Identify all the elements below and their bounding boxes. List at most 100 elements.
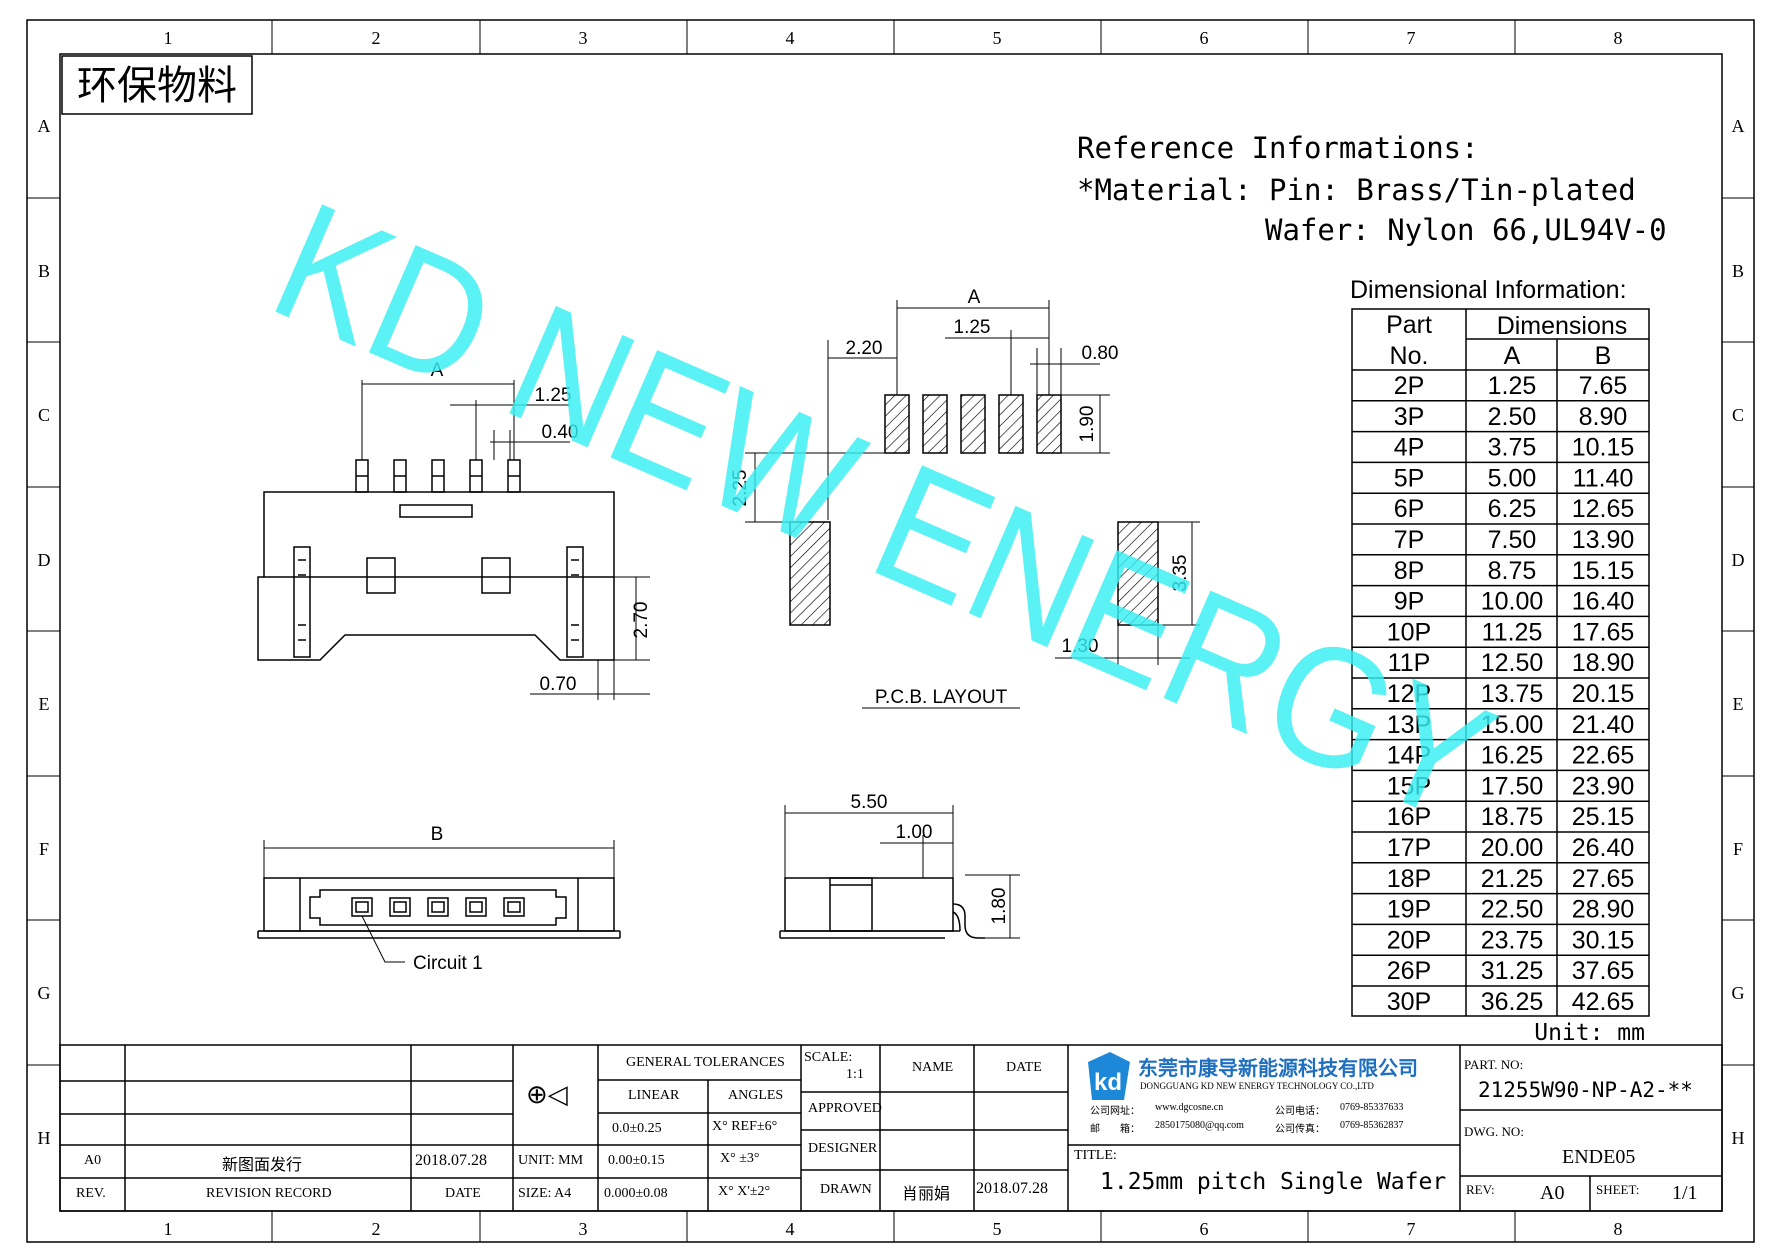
table-col-b: B	[1595, 342, 1612, 370]
table-cell-a: 11.25	[1482, 618, 1543, 646]
table-cell-part: 2P	[1394, 372, 1425, 400]
front-dim-a: A	[431, 360, 444, 381]
company-fax: 0769-85362837	[1340, 1120, 1404, 1131]
circuit-label: Circuit 1	[413, 953, 483, 974]
linear-header: LINEAR	[628, 1088, 680, 1103]
company-web-label: 公司网址：	[1090, 1106, 1140, 1117]
projection-symbol: ⊕◁	[526, 1080, 568, 1109]
part-number: 21255W90-NP-A2-**	[1478, 1078, 1693, 1102]
zone-right-G: G	[1732, 983, 1745, 1003]
table-cell-b: 18.90	[1572, 649, 1635, 677]
table-cell-part: 3P	[1394, 403, 1425, 431]
table-cell-a: 8.75	[1488, 557, 1537, 585]
table-cell-part: 6P	[1394, 495, 1425, 523]
zone-bottom-7: 7	[1407, 1219, 1416, 1239]
dwg-number: ENDE05	[1562, 1146, 1636, 1168]
table-cell-part: 18P	[1387, 865, 1431, 893]
zone-labels: 1 2 3 4 5 6 7 8 1 2 3 4 5 6 7 8 A B C D …	[38, 28, 1745, 1239]
zone-ticks	[27, 20, 1754, 1242]
unit-label: UNIT: MM	[518, 1153, 584, 1168]
zone-left-B: B	[38, 261, 50, 281]
zone-bottom-3: 3	[579, 1219, 588, 1239]
zone-bottom-2: 2	[372, 1219, 381, 1239]
rev-column: REV.	[76, 1186, 106, 1201]
table-cell-b: 13.90	[1572, 526, 1635, 554]
drawing-title: 1.25mm pitch Single Wafer	[1100, 1169, 1447, 1195]
table-cell-b: 42.65	[1572, 988, 1635, 1016]
table-cell-a: 15.00	[1481, 711, 1544, 739]
table-cell-b: 10.15	[1572, 434, 1635, 462]
title-label: TITLE:	[1074, 1148, 1117, 1163]
zone-left-A: A	[38, 116, 51, 136]
table-cell-a: 3.75	[1488, 434, 1537, 462]
tolerance-angle-2: X° ±3°	[720, 1151, 760, 1166]
reference-title: Reference Informations:	[1077, 131, 1479, 165]
table-col-part: Part	[1386, 311, 1432, 339]
table-cell-b: 37.65	[1572, 957, 1635, 985]
zone-bottom-8: 8	[1614, 1219, 1623, 1239]
rev-label: REV:	[1466, 1182, 1495, 1197]
table-cell-a: 36.25	[1481, 988, 1544, 1016]
table-cell-part: 17P	[1387, 834, 1431, 862]
size-label: SIZE: A4	[518, 1186, 572, 1201]
side-view	[779, 805, 1020, 939]
front-dim-pitch: 1.25	[535, 385, 572, 406]
zone-top-8: 8	[1614, 28, 1623, 48]
table-cell-b: 21.40	[1572, 711, 1635, 739]
front-view	[257, 380, 650, 700]
sheet-value: 1/1	[1672, 1182, 1698, 1204]
table-cell-a: 5.00	[1488, 464, 1537, 492]
table-cell-b: 7.65	[1579, 372, 1628, 400]
table-cell-part: 4P	[1394, 434, 1425, 462]
bottom-view	[257, 840, 621, 963]
zone-top-6: 6	[1200, 28, 1209, 48]
scale-value: 1:1	[846, 1067, 864, 1082]
table-cell-a: 22.50	[1481, 896, 1544, 924]
company-web: www.dgcosne.cn	[1155, 1102, 1224, 1113]
zone-left-G: G	[38, 983, 51, 1003]
table-cell-part: 12P	[1387, 680, 1431, 708]
dwg-no-label: DWG. NO:	[1464, 1124, 1524, 1139]
table-cell-part: 15P	[1387, 772, 1431, 800]
general-tolerances: GENERAL TOLERANCES	[626, 1055, 785, 1070]
company-name-en: DONGGUANG KD NEW ENERGY TECHNOLOGY CO.,L…	[1140, 1081, 1374, 1091]
rev-date: 2018.07.28	[415, 1152, 487, 1169]
table-cell-a: 10.00	[1481, 588, 1544, 616]
table-cell-b: 25.15	[1572, 803, 1635, 831]
table-cell-part: 30P	[1387, 988, 1431, 1016]
zone-left-D: D	[38, 550, 51, 570]
pcb-dim-a: A	[968, 287, 981, 308]
table-cell-a: 31.25	[1481, 957, 1544, 985]
rev-a0: A0	[84, 1153, 102, 1168]
pcb-dim-225: 2.25	[730, 470, 751, 507]
table-col-no: No.	[1390, 342, 1429, 370]
table-cell-part: 20P	[1387, 926, 1431, 954]
designer-label: DESIGNER	[808, 1141, 878, 1156]
reference-material: *Material: Pin: Brass/Tin-plated	[1077, 173, 1636, 207]
watermark-group: KD NEW ENERGY	[249, 166, 1517, 859]
angles-header: ANGLES	[728, 1088, 784, 1103]
zone-left-C: C	[38, 405, 50, 425]
table-cell-a: 20.00	[1481, 834, 1544, 862]
table-col-a: A	[1504, 342, 1521, 370]
zone-right-E: E	[1733, 694, 1744, 714]
table-cell-part: 13P	[1387, 711, 1431, 739]
tolerance-linear-2: 0.00±0.15	[608, 1153, 665, 1168]
table-cell-part: 8P	[1394, 557, 1425, 585]
zone-left-F: F	[39, 839, 49, 859]
zone-left-H: H	[38, 1128, 51, 1148]
company-mail: 2850175080@qq.com	[1155, 1120, 1244, 1131]
side-dim-550: 5.50	[851, 792, 888, 813]
rev-value: A0	[1540, 1182, 1565, 1204]
zone-top-3: 3	[579, 28, 588, 48]
table-cell-b: 22.65	[1572, 742, 1635, 770]
table-cell-a: 16.25	[1481, 742, 1544, 770]
front-dim-offset: 0.70	[540, 674, 577, 695]
eco-stamp: 环保物料	[77, 63, 237, 109]
table-cell-part: 14P	[1387, 742, 1431, 770]
table-cell-part: 26P	[1387, 957, 1431, 985]
zone-bottom-4: 4	[786, 1219, 795, 1239]
table-cell-a: 18.75	[1481, 803, 1544, 831]
bottom-dim-b: B	[431, 824, 444, 845]
